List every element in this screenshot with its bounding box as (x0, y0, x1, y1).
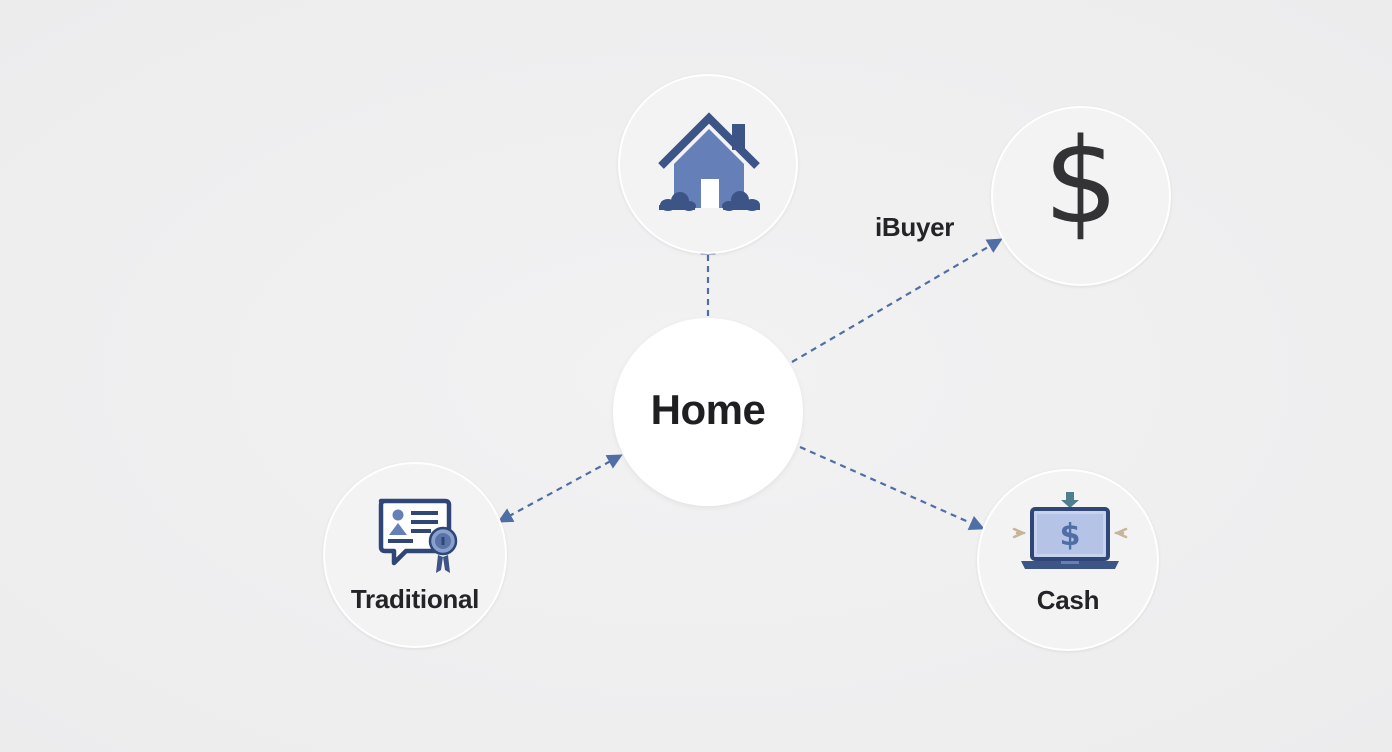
node-cash-label: Cash (1036, 585, 1100, 615)
edge-home-to-traditional (497, 454, 623, 523)
edge-home-to-cash (799, 445, 985, 531)
house-icon (658, 112, 760, 211)
center-node-home[interactable]: Home (613, 318, 803, 506)
node-cash[interactable]: $ Cash (977, 469, 1159, 651)
svg-text:$: $ (1060, 518, 1081, 553)
node-traditional[interactable]: Traditional (323, 462, 507, 648)
node-traditional-label: Traditional (350, 584, 480, 614)
certificate-icon (378, 498, 458, 573)
dollar-sign-icon: $ (1043, 112, 1119, 250)
laptop-dollar-icon: $ (1012, 492, 1128, 569)
node-ibuyer-label: iBuyer (875, 212, 955, 242)
node-house[interactable] (618, 74, 798, 254)
center-node-label: Home (650, 386, 766, 433)
edge-home-to-ibuyer (791, 238, 1003, 363)
node-ibuyer[interactable]: $ (991, 106, 1171, 286)
